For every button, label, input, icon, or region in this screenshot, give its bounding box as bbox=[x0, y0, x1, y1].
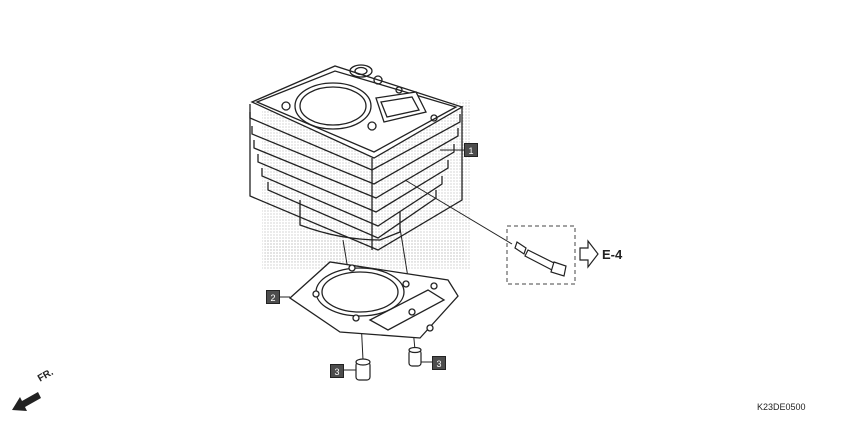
callout-part-3-right: 3 bbox=[432, 356, 446, 370]
diagram-code: K23DE0500 bbox=[757, 402, 806, 412]
leader-lines bbox=[280, 149, 513, 371]
callout-part-2: 2 bbox=[266, 290, 280, 304]
gasket-part bbox=[288, 261, 459, 339]
cylinder-part bbox=[249, 64, 464, 251]
bolt-part bbox=[514, 241, 567, 277]
dowel-pin-left bbox=[355, 358, 371, 381]
shading-background bbox=[262, 100, 470, 270]
reference-label: E-4 bbox=[602, 247, 623, 262]
front-arrow-icon bbox=[12, 392, 41, 411]
dowel-pin-right bbox=[408, 346, 422, 367]
callout-part-3-left: 3 bbox=[330, 364, 344, 378]
reference-arrow-icon bbox=[579, 239, 599, 269]
bolt-reference-box bbox=[506, 225, 576, 285]
callout-part-1: 1 bbox=[464, 143, 478, 157]
